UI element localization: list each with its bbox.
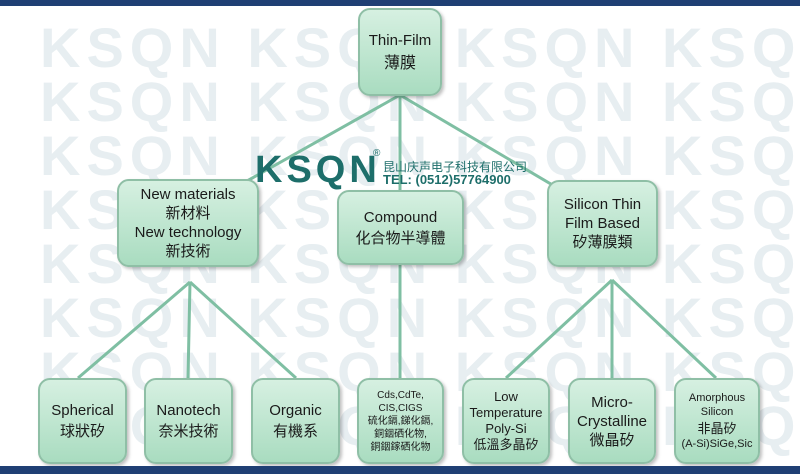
logo-brand: KSQN <box>255 149 381 191</box>
logo-telephone: TEL: (0512)57764900 <box>383 172 511 187</box>
connector-new-materials-spherical <box>77 280 191 380</box>
node-new-materials-line3: New technology <box>134 224 242 241</box>
node-thin-film-en: Thin-Film <box>368 31 432 49</box>
node-organic-cn: 有機系 <box>272 423 318 440</box>
node-silicon-line3: 矽薄膜類 <box>572 234 633 251</box>
node-compound-detail-l3: 硫化鎘,銻化鎘, <box>367 415 434 427</box>
node-amorphous-l2: Silicon <box>700 406 734 418</box>
logo-registered-mark: ® <box>373 148 381 159</box>
node-spherical-en: Spherical <box>51 402 114 419</box>
node-thin-film-cn: 薄膜 <box>383 54 416 72</box>
connector-silicon-amorphous <box>610 278 718 380</box>
node-compound-detail-l5: 銅銦鎵硒化物 <box>370 441 431 453</box>
node-silicon-line2: Film Based <box>564 215 641 232</box>
node-compound: Compound 化合物半導體 <box>337 190 464 265</box>
node-micro-l2: Crystalline <box>576 412 648 430</box>
node-amorphous-l4: (A-Si)SiGe,Sic <box>681 438 753 450</box>
node-compound-en: Compound <box>363 208 438 226</box>
bottom-border-bar <box>0 466 800 474</box>
node-silicon-line1: Silicon Thin <box>563 196 642 213</box>
node-low-temp-l1: Low <box>494 389 518 404</box>
node-silicon-thin-film: Silicon Thin Film Based 矽薄膜類 <box>547 180 658 267</box>
node-compound-detail-l1: Cds,CdTe, <box>377 389 424 401</box>
node-low-temp-l4: 低溫多晶矽 <box>473 437 539 452</box>
node-compound-detail: Cds,CdTe, CIS,CIGS 硫化鎘,銻化鎘, 銅銦硒化物, 銅銦鎵硒化… <box>357 378 444 464</box>
connector-new-materials-organic <box>188 280 298 380</box>
node-low-temp-l2: Temperature <box>469 405 543 420</box>
node-micro-l3: 微晶矽 <box>589 431 635 449</box>
node-amorphous-l3: 非晶矽 <box>697 421 737 436</box>
node-compound-detail-l4: 銅銦硒化物, <box>374 428 427 440</box>
node-amorphous-l1: Amorphous <box>688 392 746 404</box>
node-spherical-cn: 球狀矽 <box>59 423 105 440</box>
node-amorphous-silicon: Amorphous Silicon 非晶矽 (A-Si)SiGe,Sic <box>674 378 760 464</box>
node-new-materials: New materials 新材料 New technology 新技術 <box>117 179 259 267</box>
node-low-temp-l3: Poly-Si <box>485 421 527 436</box>
node-nanotech-cn: 奈米技術 <box>158 423 219 440</box>
node-micro-crystalline: Micro- Crystalline 微晶矽 <box>568 378 656 464</box>
node-nanotech: Nanotech 奈米技術 <box>144 378 233 464</box>
node-new-materials-line4: 新技術 <box>165 243 211 260</box>
node-thin-film: Thin-Film 薄膜 <box>358 8 442 96</box>
node-new-materials-line1: New materials <box>140 186 236 203</box>
node-organic: Organic 有機系 <box>251 378 340 464</box>
connector-silicon-low-temp <box>504 278 614 380</box>
logo-company-name: 昆山庆声电子科技有限公司 <box>383 160 528 174</box>
node-compound-detail-l2: CIS,CIGS <box>378 402 423 414</box>
node-nanotech-en: Nanotech <box>156 402 221 419</box>
top-border-bar <box>0 0 800 6</box>
node-micro-l1: Micro- <box>591 393 633 411</box>
node-low-temperature-poly-si: Low Temperature Poly-Si 低溫多晶矽 <box>462 378 550 464</box>
node-spherical: Spherical 球狀矽 <box>38 378 127 464</box>
node-compound-cn: 化合物半導體 <box>355 229 446 247</box>
watermark-row: KSQN KSQN KSQN KSQN <box>40 124 800 187</box>
node-organic-en: Organic <box>269 402 322 419</box>
connector-new-materials-nanotech <box>186 281 192 379</box>
node-new-materials-line2: 新材料 <box>165 205 211 222</box>
